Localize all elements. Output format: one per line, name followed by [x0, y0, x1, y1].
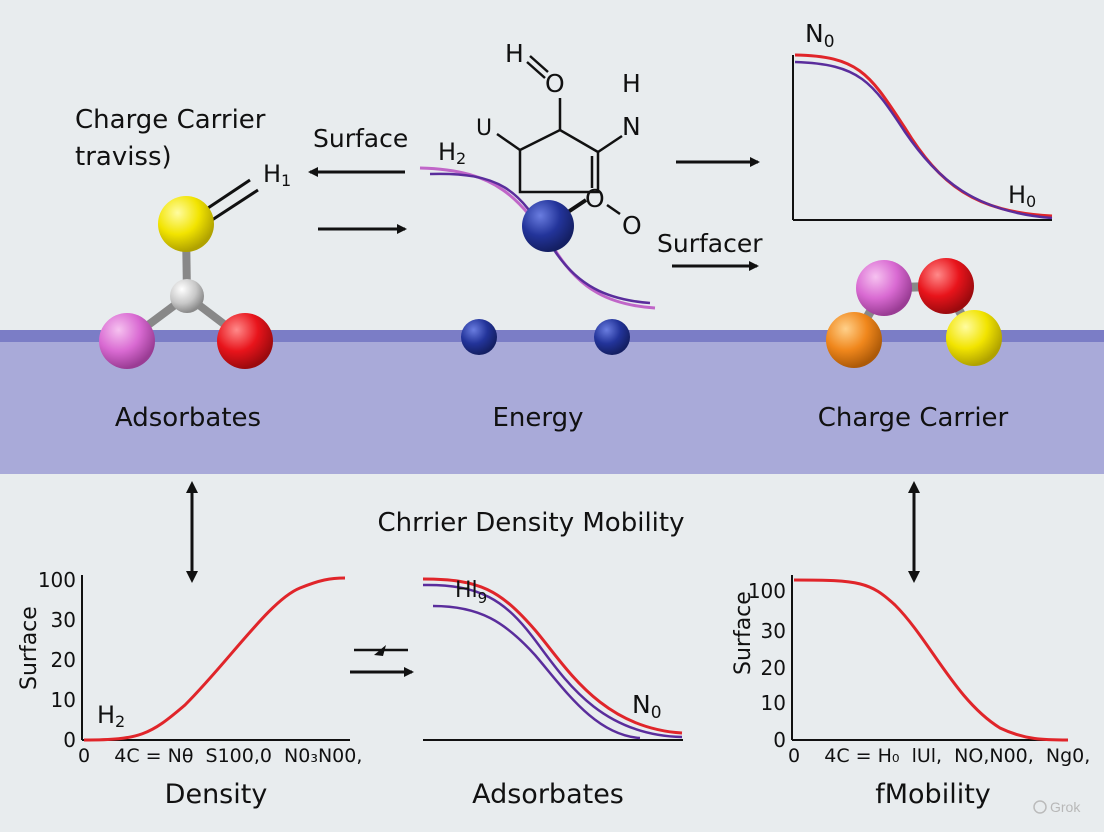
atom-blue-small-1 [461, 319, 497, 355]
atom-blue-small-2 [594, 319, 630, 355]
plot-bottom-middle-label-top: Hl9 [455, 578, 487, 607]
curve-purple [422, 583, 683, 739]
atom-red [918, 258, 974, 314]
plot-bottom-middle-xlabel: Adsorbates [472, 779, 624, 810]
atom-blue-large [522, 200, 574, 252]
surface-band-line [0, 330, 1104, 342]
charge-carrier-molecule-right [826, 258, 1002, 368]
ytick: 10 [51, 688, 76, 712]
atom-magenta [99, 313, 155, 369]
plot-bottom-middle-label-end: N0 [632, 690, 662, 723]
atom-orange [826, 312, 882, 368]
plot-bottom-left-ylabel: Surface [17, 606, 42, 690]
plot-top-right-label-start: N0 [805, 19, 835, 52]
mol-u: U [476, 116, 492, 141]
bond-h-o-2 [529, 55, 549, 73]
bond-n [597, 134, 623, 154]
label-surfacer: Surfacer [657, 229, 763, 258]
plot-bottom-middle [422, 577, 683, 741]
plot-bottom-right-xticks: 0 4C = H₀ lUl, NO,N00, Ng0, [788, 745, 1090, 767]
label-h1: H1 [263, 160, 291, 190]
band-label-charge-carrier: Charge Carrier [818, 403, 1009, 433]
atom-gray [170, 279, 204, 313]
ytick: 30 [761, 619, 786, 643]
label-charge-carrier-line2: traviss) [75, 142, 172, 172]
plot-bottom-right-ylabel: Surface [731, 591, 756, 675]
band-label-energy: Energy [492, 403, 583, 433]
ytick: 0 [63, 728, 76, 752]
label-surface: Surface [313, 124, 408, 153]
plot-bottom-left-curve-label: H2 [97, 701, 125, 731]
label-charge-carrier-line1: Charge Carrier [75, 105, 266, 135]
plot-bottom-right-xlabel: fMobility [875, 779, 991, 810]
plot-top-right [792, 53, 1053, 221]
surface-band [0, 336, 1104, 474]
mol-n-right: N [622, 112, 641, 141]
band-label-adsorbates: Adsorbates [115, 403, 261, 433]
curve-red [422, 577, 683, 735]
plot-bottom-left-xticks: 0 4C = Nθ S100,0 N0₃N00, [78, 745, 362, 767]
double-bond [211, 188, 259, 222]
equilibrium-mark [374, 645, 386, 656]
curve-red [83, 576, 346, 742]
atom-red [217, 313, 273, 369]
middle-title: Chrrier Density Mobility [378, 508, 685, 538]
ytick: 30 [51, 608, 76, 632]
plot-top-right-label-end: H0 [1008, 181, 1036, 211]
mol-h2: H2 [438, 138, 466, 168]
double-bond [204, 178, 251, 212]
ytick: 20 [761, 656, 786, 680]
ytick: 10 [761, 691, 786, 715]
bond-u [496, 132, 521, 152]
plot-bottom-right [791, 575, 1069, 742]
mol-h: H [505, 39, 524, 68]
mol-o-eq: O [545, 69, 565, 98]
atom-magenta [856, 260, 912, 316]
ring-bonds [518, 128, 600, 194]
mol-o-low: O [622, 211, 642, 240]
atom-yellow [946, 310, 1002, 366]
watermark-text: Grok [1050, 799, 1081, 815]
plot-bottom-left-xlabel: Density [165, 779, 268, 810]
ytick: 100 [748, 579, 786, 603]
curve-purple [794, 60, 1053, 220]
mol-o-mid: O [585, 184, 605, 213]
mol-h-right: H [622, 69, 641, 98]
watermark-icon [1033, 800, 1047, 814]
curve-red [793, 578, 1069, 742]
adsorbate-molecule-left [99, 178, 273, 369]
curve-purple-2 [432, 604, 641, 740]
ytick: 0 [773, 728, 786, 752]
bond-h-o-1 [526, 61, 546, 79]
bond-o-o [606, 203, 621, 216]
atom-yellow [158, 196, 214, 252]
ytick: 100 [38, 568, 76, 592]
plot-bottom-left [81, 575, 350, 742]
ytick: 20 [51, 648, 76, 672]
